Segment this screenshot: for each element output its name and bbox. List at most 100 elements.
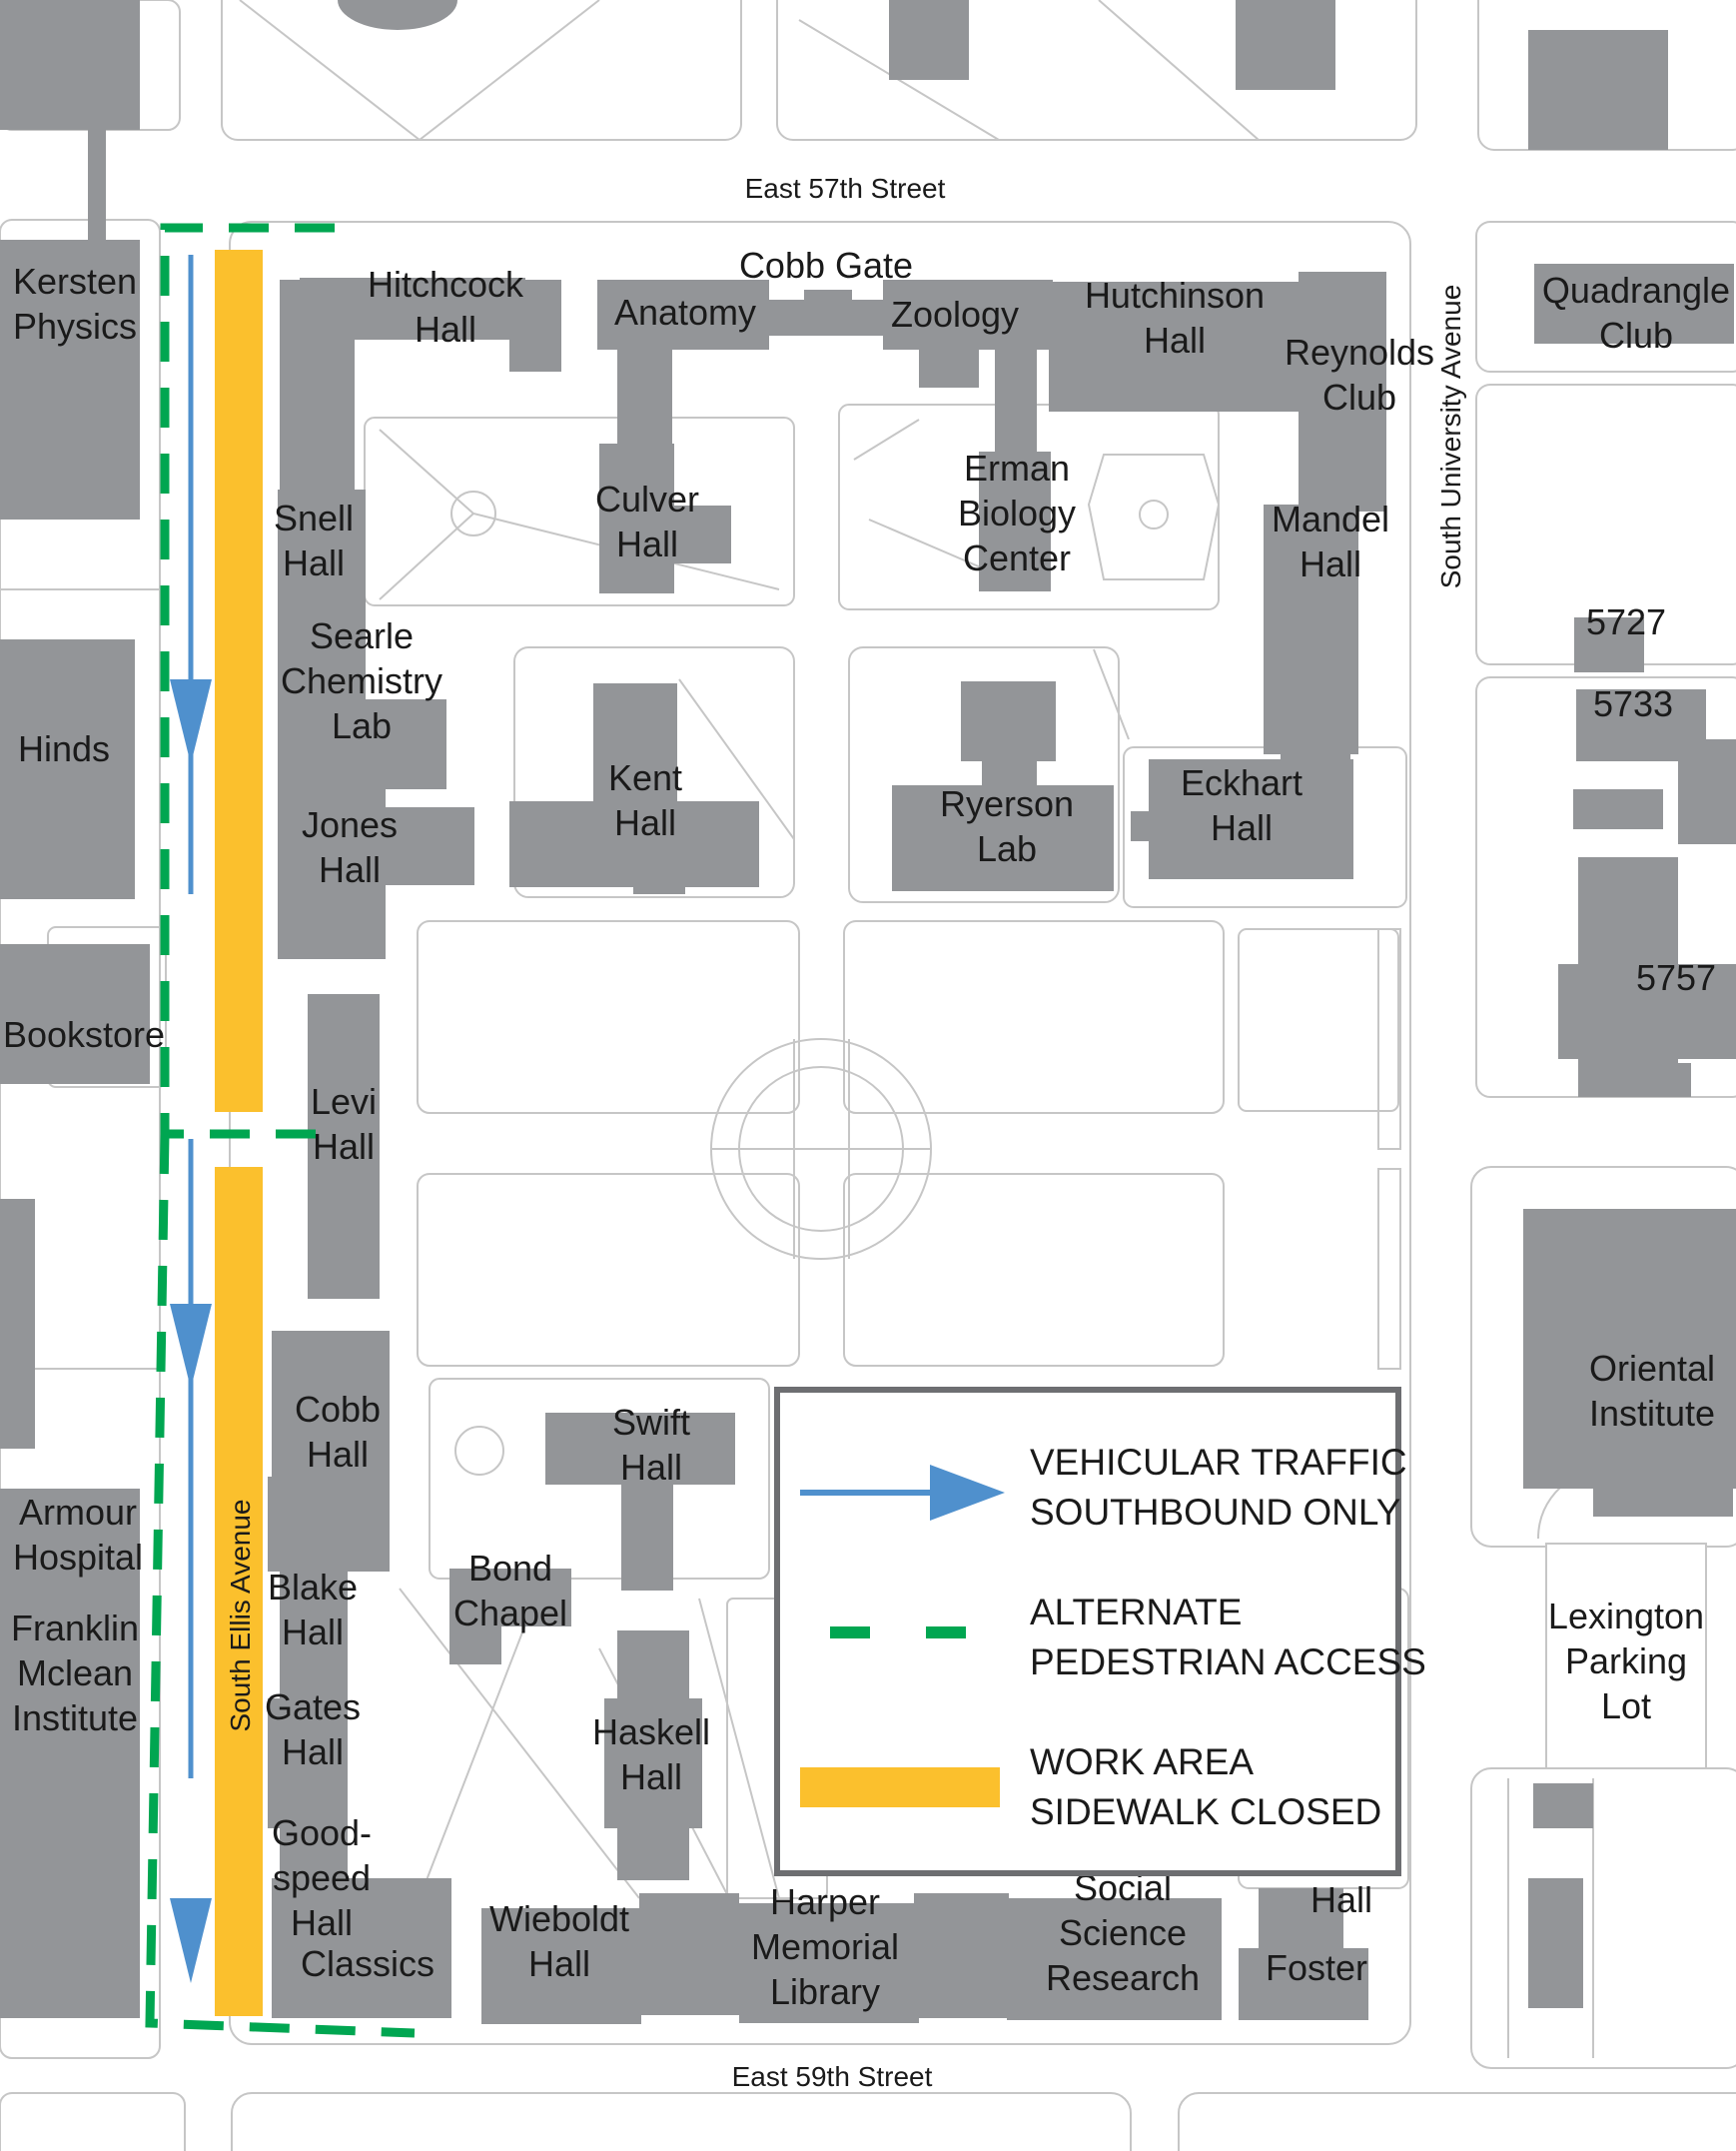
building-label-line: Chemistry [281, 660, 442, 701]
building-label-line: Institute [1589, 1393, 1715, 1434]
building-label-hinds: Hinds [18, 728, 110, 769]
building-label-foster-hall: Hall [1310, 1879, 1372, 1920]
building-label-line: Kersten [13, 261, 137, 302]
building-label-line: Hall [291, 1902, 353, 1943]
building-label-line: Oriental [1589, 1348, 1715, 1389]
building-label-b5757: 5757 [1636, 957, 1716, 998]
building-label-line: Physics [13, 306, 137, 347]
building-label-line: Biology [958, 493, 1076, 534]
work-area-bar-south [215, 1167, 263, 2016]
building-label-line: Lexington [1548, 1596, 1704, 1636]
building-label-line: Franklin [11, 1608, 139, 1648]
building-label-line: Wieboldt [489, 1898, 629, 1939]
traffic-arrow-1 [170, 679, 212, 764]
building-label-line: Memorial [751, 1926, 899, 1967]
building-label-line: Hall [415, 309, 476, 350]
building-label-line: Lab [977, 828, 1037, 869]
building-label-line: Club [1322, 377, 1396, 418]
street-labels: East 57th Street East 59th Street South … [225, 173, 1466, 2092]
building-label-line: Jones [302, 804, 398, 845]
building-label-line: 5727 [1586, 601, 1666, 642]
building-label-line: Hall [620, 1756, 682, 1797]
building-label-line: Quadrangle [1542, 270, 1730, 311]
building-label-line: Culver [595, 479, 699, 520]
building-label-line: Reynolds [1285, 332, 1434, 373]
building-label-line: Hall [614, 802, 676, 843]
building-label-line: Hall [1144, 320, 1206, 361]
building-label-line: Ryerson [940, 783, 1074, 824]
building-label-line: Library [770, 1971, 880, 2012]
traffic-arrow-3 [170, 1898, 212, 1983]
legend-pedestrian: ALTERNATE PEDESTRIAN ACCESS [780, 1583, 1426, 1702]
building-label-anatomy: Anatomy [614, 292, 756, 333]
building-label-b5733: 5733 [1593, 683, 1673, 724]
building-label-line: Blake [268, 1567, 358, 1608]
building-label-line: 5733 [1593, 683, 1673, 724]
building-label-line: Hall [313, 1126, 375, 1167]
legend-work: WORK AREA SIDEWALK CLOSED [780, 1732, 1395, 1852]
legend-traffic-line1: VEHICULAR TRAFFIC [1030, 1442, 1407, 1483]
legend-pedestrian-line1: ALTERNATE [1030, 1592, 1243, 1632]
blue-arrow-icon [800, 1465, 1005, 1521]
building-label-line: Mclean [17, 1652, 133, 1693]
legend-work-line1: WORK AREA [1030, 1741, 1255, 1782]
building-label-line: Eckhart [1181, 762, 1302, 803]
building-label-line: Swift [612, 1402, 690, 1443]
building-label-bookstore: Bookstore [3, 1014, 165, 1055]
building-label-line: Institute [12, 1697, 138, 1738]
building-label-line: Snell [274, 498, 354, 538]
legend-traffic-line2: SOUTHBOUND ONLY [1030, 1492, 1401, 1533]
work-area-bar-north [215, 250, 263, 1112]
building-label-line: Anatomy [614, 292, 756, 333]
building-label-line: Levi [311, 1081, 377, 1122]
building-label-line: Lab [332, 705, 392, 746]
building-label-line: Science [1059, 1912, 1187, 1953]
building-label-foster: Foster [1266, 1947, 1367, 1988]
building-label-line: Hall [1300, 543, 1361, 584]
building-label-line: Kent [608, 757, 682, 798]
pedestrian-access-route [145, 223, 416, 2038]
green-dashed-line-icon [830, 1626, 990, 1638]
building-label-line: speed [273, 1857, 371, 1898]
building-label-line: Classics [301, 1943, 434, 1984]
building-label-line: Bookstore [3, 1014, 165, 1055]
lexington-lot-area [1545, 1543, 1707, 1769]
building-label-line: Gates [265, 1686, 361, 1727]
traffic-arrow-2 [170, 1304, 212, 1389]
building-label-line: Erman [964, 448, 1070, 489]
building-label-line: Hall [1211, 807, 1273, 848]
construction-overlay [145, 223, 416, 2038]
legend-pedestrian-line2: PEDESTRIAN ACCESS [1030, 1641, 1426, 1682]
buildings-layer [0, 0, 1736, 2024]
building-label-line: Center [963, 538, 1071, 578]
building-label-line: Bond [468, 1548, 552, 1589]
map-legend: VEHICULAR TRAFFIC SOUTHBOUND ONLY ALTERN… [774, 1387, 1426, 1876]
building-label-cobb-gate: Cobb Gate [739, 245, 913, 286]
building-label-line: Good- [272, 1812, 372, 1853]
building-label-line: Hospital [13, 1537, 143, 1578]
building-label-line: Hall [620, 1447, 682, 1488]
